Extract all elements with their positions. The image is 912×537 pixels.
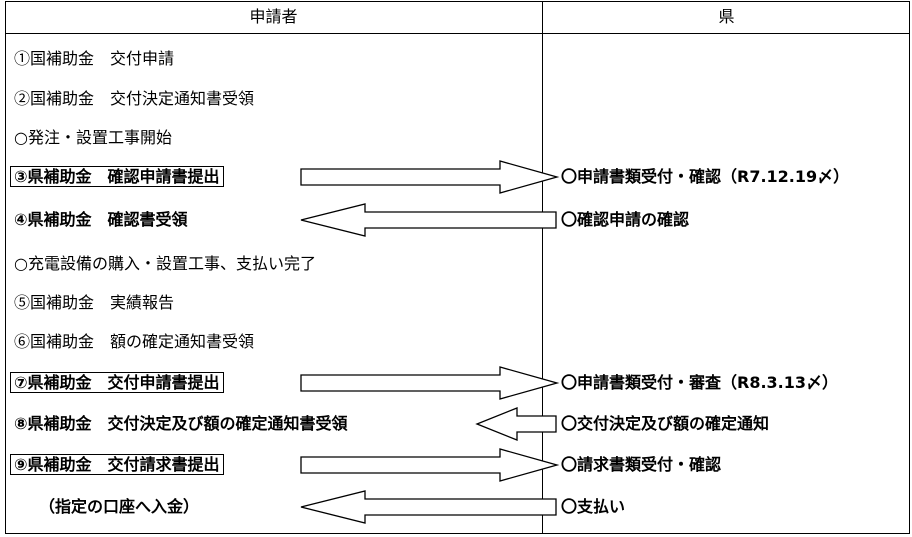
- step-9: ⑨県補助金 交付請求書提出: [10, 451, 224, 479]
- step-6: ⑥国補助金 額の確定通知書受領: [14, 332, 255, 351]
- step-purchase-complete: ○充電設備の購入・設置工事、支払い完了: [14, 254, 316, 273]
- pref-step-3: 〇申請書類受付・確認（R7.12.19〆）: [561, 167, 850, 186]
- header-separator: [5, 33, 910, 34]
- arrow-right-step-7: [300, 366, 560, 400]
- flow-arrows: [300, 160, 560, 524]
- arrow-right-step-9: [300, 448, 560, 482]
- step-7: ⑦県補助金 交付申請書提出: [10, 369, 224, 397]
- header-prefecture: 県: [718, 7, 735, 26]
- step-5: ⑤国補助金 実績報告: [14, 293, 175, 312]
- step-3: ③県補助金 確認申請書提出: [10, 163, 224, 191]
- step-7-box: ⑦県補助金 交付申請書提出: [10, 372, 224, 393]
- pref-step-9: 〇請求書類受付・確認: [561, 455, 722, 474]
- table-border: [5, 1, 910, 534]
- arrow-left-payment: [300, 490, 557, 524]
- column-divider: [542, 1, 543, 534]
- arrow-right-step-3: [300, 160, 560, 194]
- pref-payment: 〇支払い: [561, 497, 626, 516]
- step-order-start: ○発注・設置工事開始: [14, 128, 172, 147]
- step-4: ④県補助金 確認書受領: [14, 210, 188, 229]
- pref-step-4: 〇確認申請の確認: [561, 210, 690, 229]
- step-8: ⑧県補助金 交付決定及び額の確定通知書受領: [14, 414, 348, 433]
- pref-step-8: 〇交付決定及び額の確定通知: [561, 414, 770, 433]
- step-9-box: ⑨県補助金 交付請求書提出: [10, 454, 224, 475]
- pref-step-7: 〇申請書類受付・審査（R8.3.13〆）: [561, 373, 839, 392]
- flow-table: 申請者 県 ①国補助金 交付申請 ②国補助金 交付決定通知書受領 ○発注・設置工…: [5, 1, 910, 534]
- header-applicant: 申請者: [249, 7, 298, 26]
- step-1: ①国補助金 交付申請: [14, 49, 175, 68]
- step-deposit: （指定の口座へ入金）: [39, 497, 200, 516]
- arrow-left-step-4: [300, 203, 557, 237]
- step-2: ②国補助金 交付決定通知書受領: [14, 89, 255, 108]
- arrow-left-step-8: [475, 407, 557, 441]
- step-3-box: ③県補助金 確認申請書提出: [10, 166, 224, 187]
